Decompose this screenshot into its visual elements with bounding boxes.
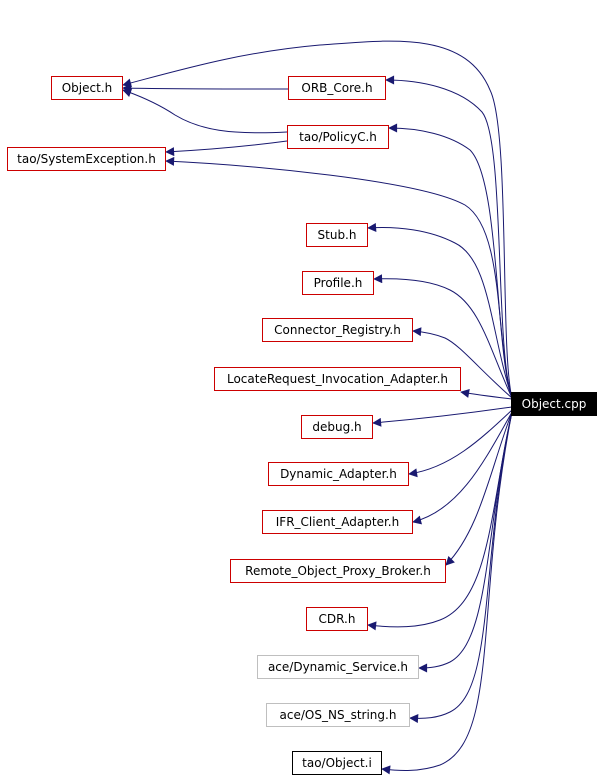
edge-object-cpp-to-dynamic-adapter-h [408,409,513,478]
node-tao-object-i[interactable]: tao/Object.i [292,751,382,775]
edge-object-cpp-to-tao-object-i [381,411,513,775]
edge-object-cpp-to-connector-registry-h [412,327,513,399]
node-ifr-client-adapter-h[interactable]: IFR_Client_Adapter.h [262,510,413,534]
edge-object-cpp-to-object-h [122,40,513,399]
node-object-cpp[interactable]: Object.cpp [511,392,597,416]
edge-object-cpp-to-stub-h [367,222,513,399]
node-ace-dynamic-service-h[interactable]: ace/Dynamic_Service.h [257,655,419,679]
node-ace-os-ns-string-h[interactable]: ace/OS_NS_string.h [266,703,410,727]
edge-object-cpp-to-ace-dynamic-service-h [418,411,513,673]
node-remote-object-proxy-broker-h[interactable]: Remote_Object_Proxy_Broker.h [230,559,446,583]
node-stub-h[interactable]: Stub.h [306,223,368,247]
edge-object-cpp-to-orb-core-h [385,75,513,399]
node-locaterequest-invocation-adapter-h[interactable]: LocateRequest_Invocation_Adapter.h [214,367,461,391]
node-orb-core-h[interactable]: ORB_Core.h [288,76,386,100]
node-debug-h[interactable]: debug.h [301,415,373,439]
edge-object-cpp-to-tao-systemexception-h [165,156,513,399]
edge-object-cpp-to-profile-h [373,274,513,399]
node-dynamic-adapter-h[interactable]: Dynamic_Adapter.h [268,462,409,486]
node-object-h[interactable]: Object.h [51,76,123,100]
node-tao-policyc-h[interactable]: tao/PolicyC.h [287,125,389,149]
node-connector-registry-h[interactable]: Connector_Registry.h [262,318,413,342]
edge-tao-policyc-h-to-object-h [122,88,288,134]
edge-object-cpp-to-ace-os-ns-string-h [409,411,513,724]
edge-object-cpp-to-locaterequest-invocation-adapter-h [460,388,513,400]
edge-object-cpp-to-ifr-client-adapter-h [412,411,513,525]
edge-tao-policyc-h-to-tao-systemexception-h [165,140,288,157]
edge-object-cpp-to-remote-object-proxy-broker-h [445,411,513,566]
node-cdr-h[interactable]: CDR.h [306,607,368,631]
node-profile-h[interactable]: Profile.h [302,271,374,295]
edge-object-cpp-to-debug-h [372,406,513,427]
node-tao-systemexception-h[interactable]: tao/SystemException.h [7,147,166,171]
edge-orb-core-h-to-object-h [122,83,289,93]
